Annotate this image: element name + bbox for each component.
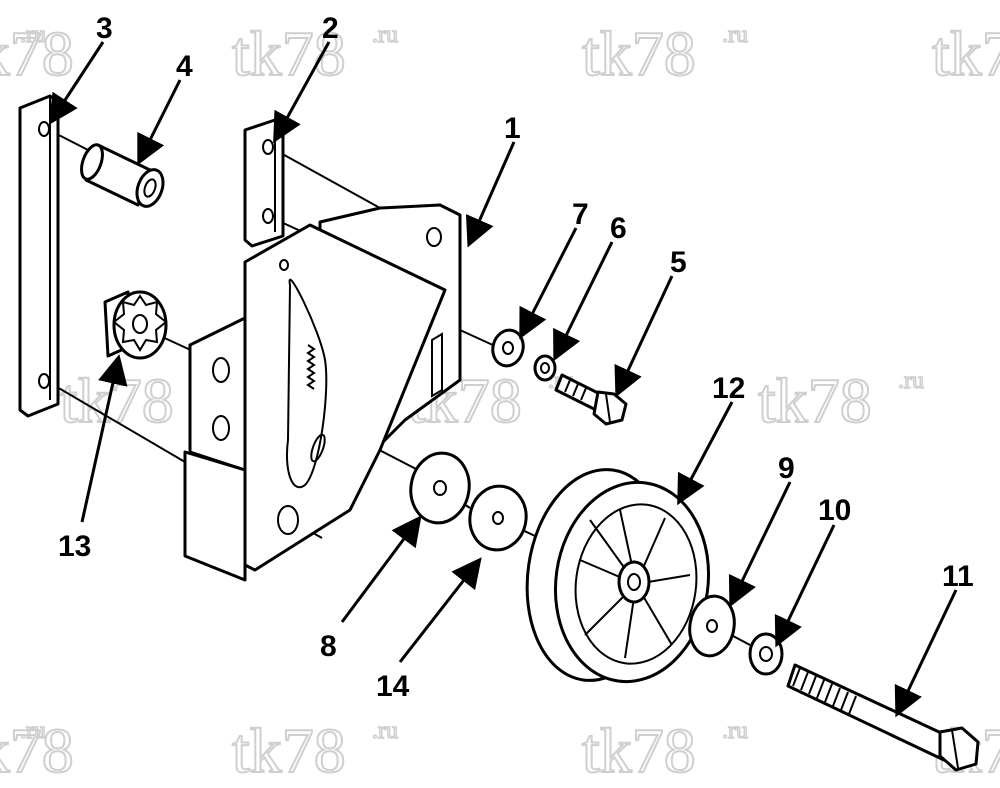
part-13-adjuster-knob xyxy=(103,290,168,360)
callout-6: 6 xyxy=(610,212,627,245)
part-1-main-bracket xyxy=(183,203,462,582)
callout-2: 2 xyxy=(322,12,339,45)
part-11-long-hex-bolt xyxy=(786,663,980,772)
watermark: tk78.ru xyxy=(0,714,75,787)
svg-text:tk78: tk78 xyxy=(582,18,696,89)
part-8-flat-washer xyxy=(409,451,471,525)
watermark: tk78.ru xyxy=(0,17,75,90)
callout-14: 14 xyxy=(376,670,410,703)
part-4-spacer-tube xyxy=(80,143,165,208)
part-9-washer xyxy=(688,594,736,658)
part-14-flat-washer xyxy=(468,484,528,552)
watermarks: tk78.ru tk78.ru tk78.ru tk78 tk78.ru tk7… xyxy=(0,17,1000,787)
callout-labels: 1 2 3 4 5 6 7 8 9 10 11 12 13 14 xyxy=(58,12,974,703)
callout-8: 8 xyxy=(320,630,337,663)
callout-3: 3 xyxy=(96,12,113,45)
svg-text:.ru: .ru xyxy=(372,22,398,48)
watermark: tk78 .ru xyxy=(231,17,399,90)
svg-text:.ru: .ru xyxy=(20,718,46,744)
svg-text:.ru: .ru xyxy=(20,22,46,48)
callout-12: 12 xyxy=(712,372,745,405)
watermark: tk78 .ru xyxy=(757,364,925,437)
callout-5: 5 xyxy=(670,246,687,279)
callout-7: 7 xyxy=(572,198,589,231)
leader-lines xyxy=(48,41,958,718)
callout-1: 1 xyxy=(504,112,521,145)
svg-text:.ru: .ru xyxy=(898,368,924,394)
svg-text:tk78: tk78 xyxy=(60,365,174,436)
callout-13: 13 xyxy=(58,530,91,563)
callout-4: 4 xyxy=(176,50,193,83)
part-10-lock-washer xyxy=(748,632,784,676)
callout-11: 11 xyxy=(942,560,974,593)
watermark: tk78 .ru xyxy=(581,714,749,787)
part-5-hex-bolt xyxy=(554,373,628,426)
part-6-lock-washer xyxy=(533,354,557,382)
svg-text:.ru: .ru xyxy=(722,718,748,744)
svg-text:tk78: tk78 xyxy=(232,715,346,786)
svg-text:tk78: tk78 xyxy=(582,715,696,786)
svg-text:tk78: tk78 xyxy=(932,18,1000,89)
watermark: tk78 xyxy=(931,17,1000,90)
part-7-washer xyxy=(491,328,525,368)
part-3-mounting-strap xyxy=(18,94,60,418)
watermark: tk78 .ru xyxy=(231,714,399,787)
svg-text:.ru: .ru xyxy=(722,22,748,48)
svg-text:tk78: tk78 xyxy=(232,18,346,89)
callout-9: 9 xyxy=(778,452,795,485)
part-12-pulley xyxy=(525,468,711,684)
svg-text:tk78: tk78 xyxy=(0,715,74,786)
watermark: tk78 .ru xyxy=(581,17,749,90)
svg-text:.ru: .ru xyxy=(372,718,398,744)
callout-10: 10 xyxy=(818,494,851,527)
svg-text:tk78: tk78 xyxy=(758,365,872,436)
part-2-mounting-strap xyxy=(243,118,285,248)
svg-text:tk78: tk78 xyxy=(0,18,74,89)
